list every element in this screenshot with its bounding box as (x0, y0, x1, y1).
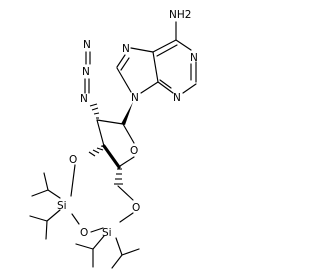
bond-ipr1-me2 (43, 172, 49, 191)
atom-n1: N (190, 52, 198, 64)
bond-si2ipr2-me1 (111, 254, 123, 269)
bond-o3prime-si1 (70, 164, 76, 197)
bond-n9-c4 (140, 81, 159, 94)
bond-si2-o5prime (119, 212, 134, 223)
atom-nh2: NH2 (169, 9, 191, 21)
atom-n9: N (131, 92, 139, 104)
atom-si2: Si (102, 227, 112, 239)
bond-lines (29, 21, 197, 269)
bond-o4prime-c4prime (119, 156, 135, 167)
bond-c6-n1 (175, 39, 192, 51)
bond-n7-c8-double (120, 57, 130, 71)
bond-c3prime-c4prime-bold (102, 144, 121, 169)
hash-c2prime-azide (89, 103, 100, 119)
wedge-n9-c1prime (121, 102, 133, 125)
bond-si1-ipr2 (46, 209, 61, 222)
atom-n3: N (173, 92, 181, 104)
bond-n7-c8 (116, 54, 126, 68)
bond-si2ipr2-me2 (121, 248, 140, 256)
atom-n7: N (122, 43, 130, 55)
bond-c1prime-c2prime (96, 119, 124, 125)
hash-c3prime-o3prime (88, 145, 107, 157)
atom-azide-n3: N (83, 39, 91, 51)
bond-c1prime-o4prime (122, 123, 135, 144)
atom-si1: Si (57, 200, 67, 212)
atom-labels: NH2 N N N N N N N O O O O Si Si (57, 9, 198, 239)
bond-c5-c6 (152, 39, 177, 53)
bond-n7-c5 (130, 47, 154, 53)
bond-n3-c4-double (159, 79, 172, 89)
bond-ipr2-me2 (45, 220, 48, 240)
atom-o3prime: O (69, 154, 77, 166)
bond-c5prime-o5prime (117, 185, 134, 201)
bond-c2-n3 (182, 83, 197, 94)
atom-azide-n1: N (80, 93, 88, 105)
bond-si2-ipr1 (92, 235, 105, 250)
bond-si1-ipr1 (47, 189, 61, 199)
atom-o5prime: O (132, 202, 140, 214)
bond-c2prime-c3prime (96, 119, 105, 147)
bond-ipr1-me1 (31, 189, 49, 197)
bond-ipr2-me1 (29, 215, 48, 222)
hash-c4prime-c5prime (114, 168, 123, 185)
bond-olink-si2 (90, 227, 104, 233)
bond-c8-n9 (116, 67, 132, 93)
bond-si2ipr1-me1 (75, 243, 94, 250)
bond-si2-ipr2 (115, 237, 123, 256)
bond-c5-c6-double (156, 44, 178, 57)
bond-c4-c5 (152, 51, 159, 83)
bond-n3-c4 (157, 81, 174, 94)
atom-o-link: O (80, 227, 88, 239)
bond-si1-olink (71, 213, 80, 225)
atom-azide-n2: N (82, 66, 90, 78)
chemical-structure-diagram: NH2 N N N N N N N O O O O Si Si (29, 9, 198, 269)
atom-ring-oxygen: O (130, 145, 138, 157)
